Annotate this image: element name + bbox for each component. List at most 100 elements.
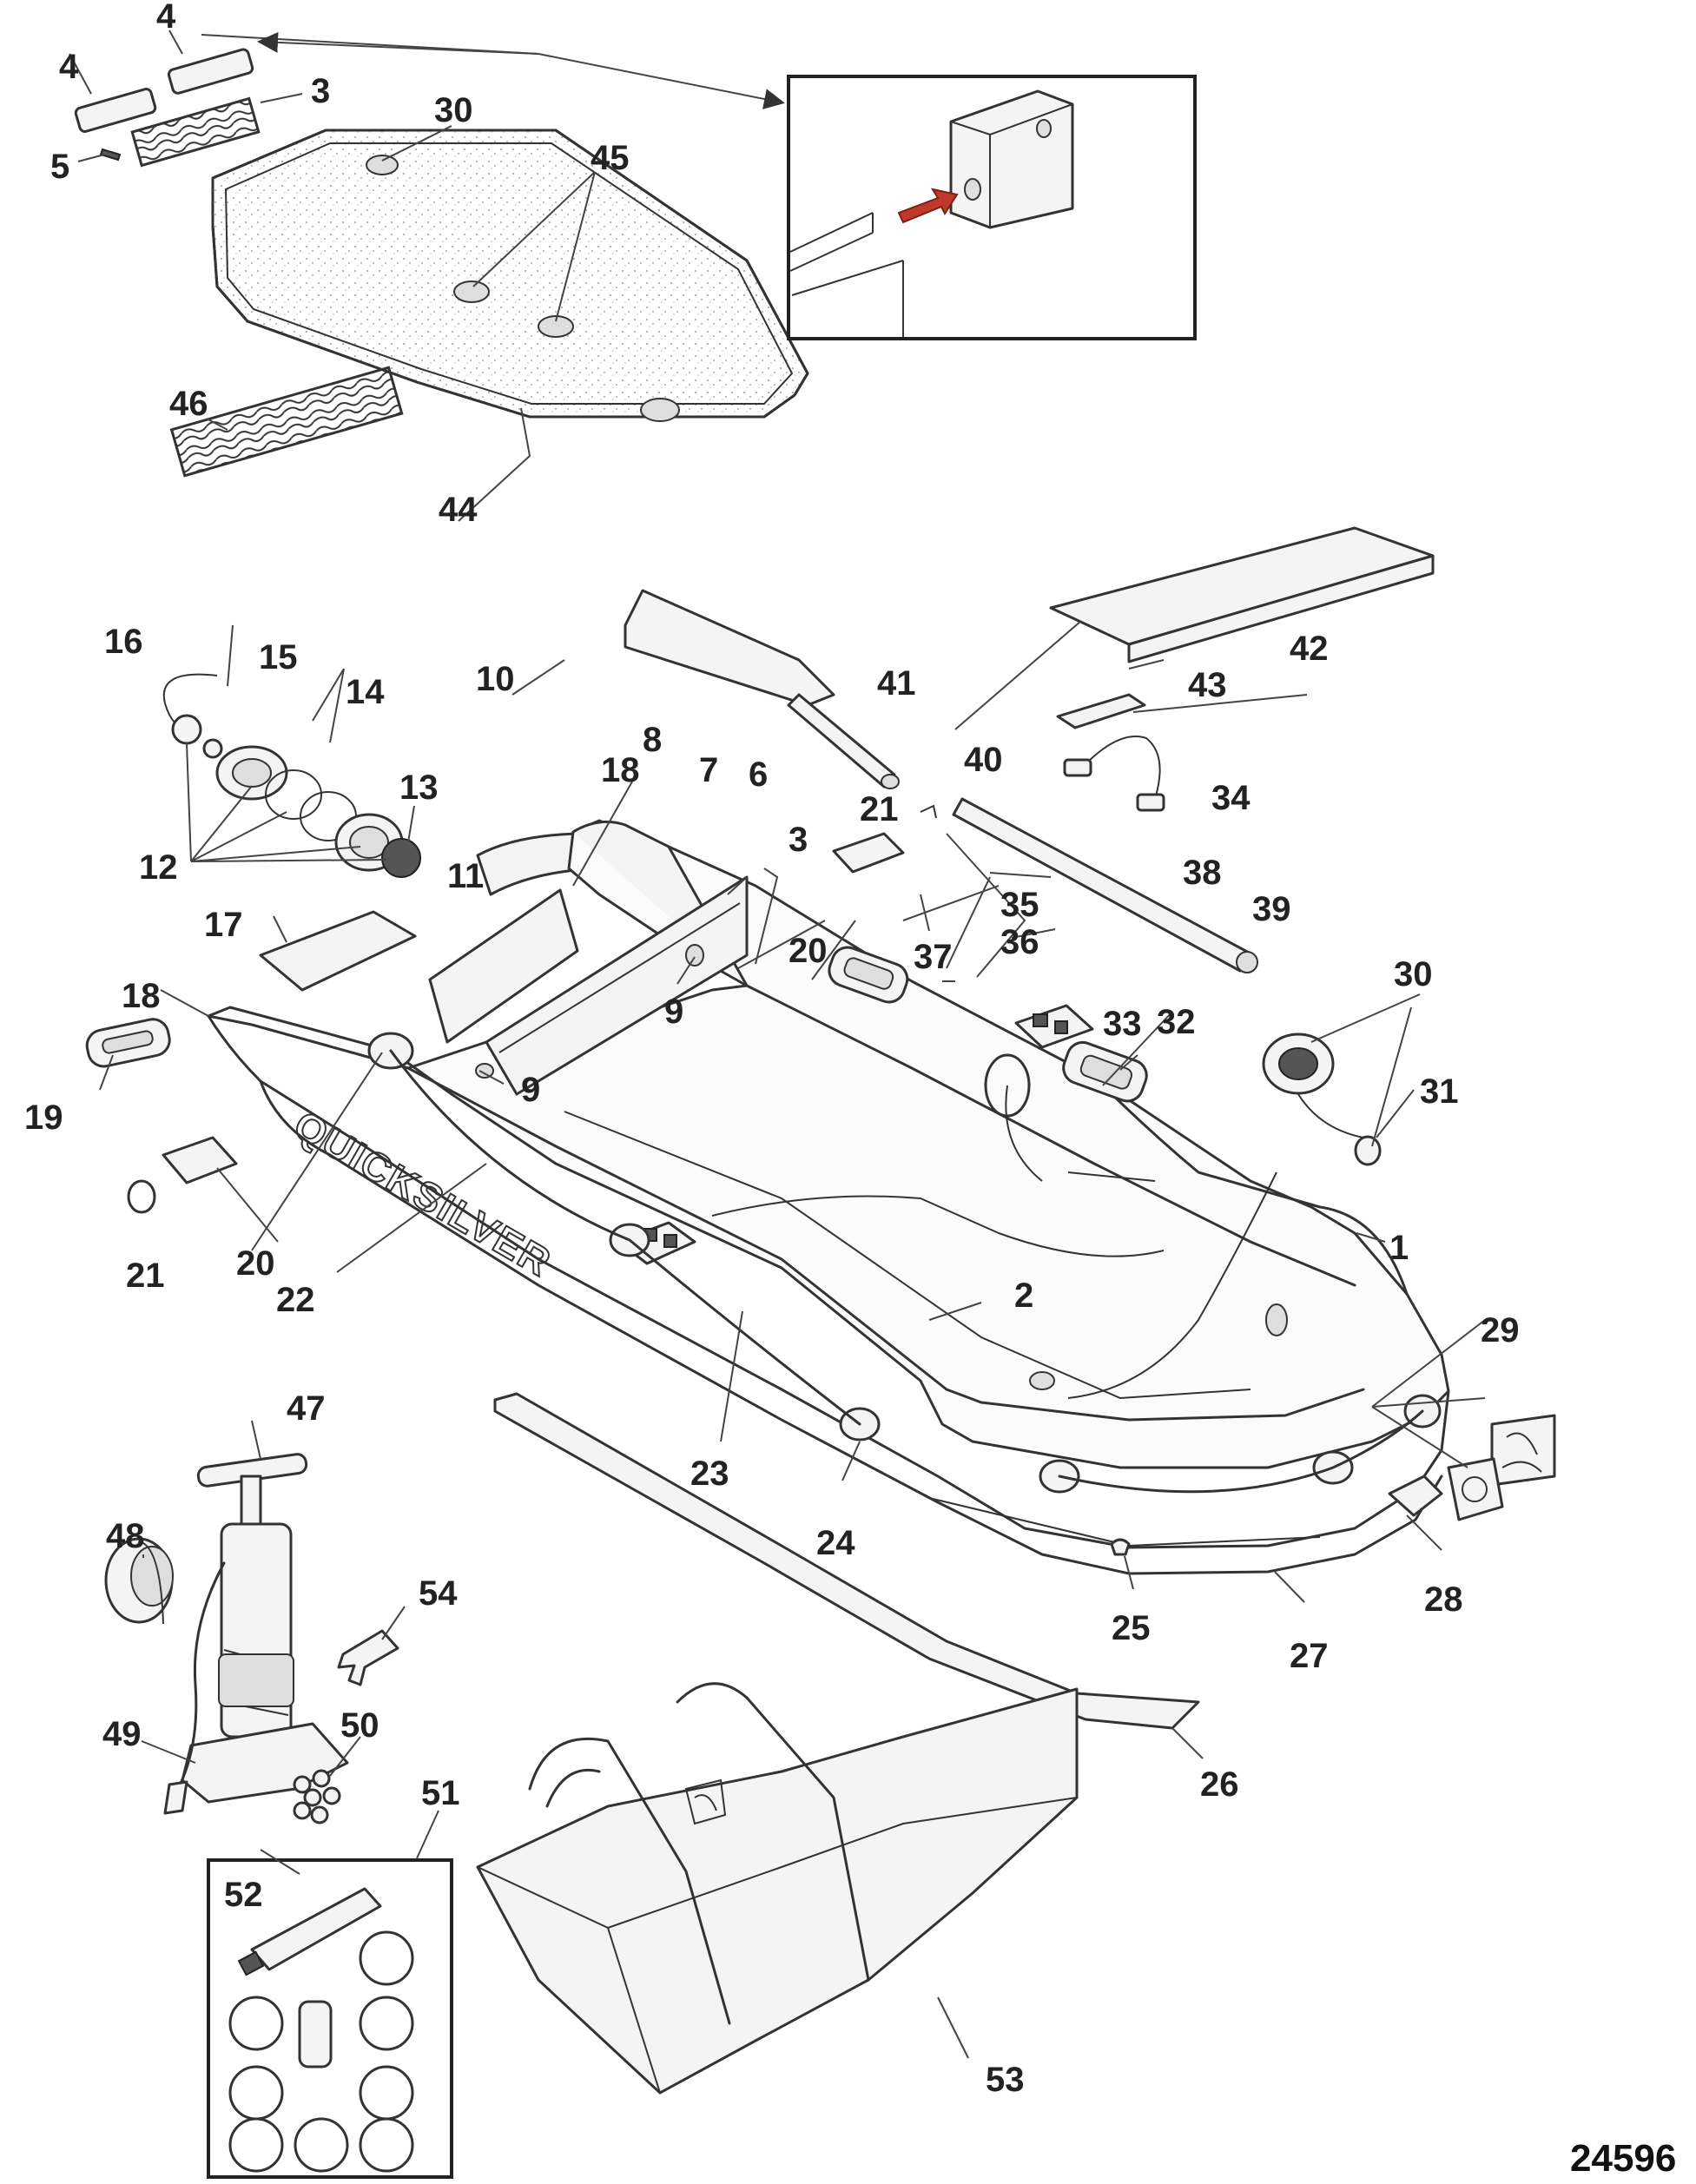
- seat-clip: [1056, 693, 1146, 729]
- tube-lower-edge: [259, 1079, 1443, 1575]
- callout-40: 40: [964, 741, 1003, 779]
- callout-29: 29: [1481, 1311, 1520, 1349]
- callout-28: 28: [1424, 1580, 1463, 1619]
- callout-26: 26: [1200, 1765, 1239, 1804]
- callout-14: 14: [346, 673, 385, 711]
- foot-pump: [104, 1453, 349, 1815]
- carry-bag: [476, 1682, 1079, 2095]
- callout-33: 33: [1103, 1005, 1142, 1043]
- callout-39: 39: [1252, 890, 1291, 928]
- floor-stiffener-46: [169, 366, 404, 478]
- figure-number: 24596: [1570, 2137, 1676, 2180]
- floorboard-assembly: [74, 48, 809, 478]
- callout-8: 8: [643, 721, 662, 759]
- inflation-valve: [1262, 1033, 1382, 1166]
- repair-kit: [207, 1858, 453, 2179]
- callout-4-a: 4: [156, 0, 176, 36]
- callout-27: 27: [1290, 1637, 1329, 1675]
- end-cap-top: [167, 48, 254, 95]
- callout-15: 15: [259, 638, 298, 676]
- callout-4-b: 4: [59, 48, 79, 86]
- callout-18-a: 18: [601, 751, 640, 789]
- rub-strip: [493, 1392, 1200, 1730]
- callout-17: 17: [204, 906, 243, 944]
- glue-tube: [250, 1887, 382, 1971]
- callout-18-b: 18: [122, 977, 161, 1015]
- callout-51: 51: [421, 1774, 460, 1812]
- stern-drain: [1110, 1538, 1131, 1556]
- callout-7: 7: [699, 751, 718, 789]
- floor-stiffener: [130, 96, 261, 168]
- callout-48: 48: [106, 1517, 145, 1555]
- handle-pad: [428, 888, 579, 1044]
- transom: [485, 875, 749, 1096]
- callout-10: 10: [476, 660, 515, 698]
- detail-pointer: [201, 34, 785, 109]
- callout-32: 32: [1157, 1003, 1196, 1041]
- seat-rail-port: [832, 832, 905, 874]
- valve-assembly: [162, 673, 421, 878]
- callout-16: 16: [104, 623, 143, 661]
- callout-25: 25: [1112, 1609, 1151, 1647]
- callout-20-a: 20: [789, 932, 828, 970]
- leader-lines: [69, 30, 1486, 2059]
- floor-outline: [564, 1111, 1251, 1400]
- callout-52: 52: [224, 1876, 263, 1914]
- bow-line: [1067, 1171, 1277, 1399]
- callout-21-a: 21: [860, 790, 899, 828]
- oar-shaft: [787, 693, 896, 788]
- callout-30-b: 30: [1394, 955, 1433, 993]
- callout-21-b: 21: [126, 1257, 165, 1295]
- callout-11: 11: [447, 857, 484, 895]
- callout-labels: 4 4 3 30 5 45 46 44 16 15 10 14 8 18 13 …: [24, 0, 1676, 2180]
- seat-support-l: [1067, 1171, 1156, 1182]
- inner-tube-edge: [406, 1066, 1365, 1422]
- valve-wrench: [337, 1629, 399, 1686]
- callout-20-b: 20: [236, 1244, 275, 1283]
- transom-bracket: [259, 910, 417, 992]
- inner-tube-top: [745, 984, 1356, 1287]
- rope-holder: [162, 1136, 238, 1184]
- inset-detail: [787, 75, 1197, 340]
- oar-blade: [624, 589, 835, 707]
- callout-12: 12: [139, 848, 178, 887]
- bow-handle: [1388, 1475, 1443, 1517]
- callout-36: 36: [1000, 923, 1039, 961]
- callout-53: 53: [986, 2061, 1025, 2099]
- callout-46: 46: [169, 385, 208, 423]
- floorboard: [211, 129, 809, 419]
- callout-45: 45: [591, 139, 630, 177]
- callout-43: 43: [1188, 666, 1227, 704]
- grab-line: [389, 1049, 1424, 1494]
- callout-37: 37: [914, 938, 953, 976]
- callout-3-a: 3: [311, 72, 330, 110]
- glue-can: [298, 2000, 333, 2069]
- valve-adapters: [293, 1769, 341, 1824]
- callout-5: 5: [50, 148, 69, 186]
- callout-31: 31: [1420, 1072, 1459, 1111]
- logo-decal-2: [1447, 1457, 1504, 1521]
- callout-2: 2: [1014, 1277, 1033, 1315]
- end-cap: [74, 88, 157, 133]
- callout-35: 35: [1000, 886, 1039, 924]
- pump-hose: [176, 1561, 226, 1791]
- callout-23: 23: [690, 1455, 729, 1493]
- hull-outline: [207, 819, 1450, 1469]
- callout-19: 19: [24, 1099, 63, 1137]
- pump-base: [181, 1722, 349, 1804]
- callout-24: 24: [816, 1524, 855, 1562]
- callout-44: 44: [439, 491, 478, 529]
- callout-13: 13: [399, 769, 439, 807]
- callout-50: 50: [340, 1706, 379, 1745]
- callout-1: 1: [1389, 1229, 1409, 1267]
- callout-22: 22: [276, 1281, 315, 1319]
- callout-42: 42: [1290, 630, 1329, 668]
- callout-6: 6: [749, 755, 768, 794]
- bag-logo: [684, 1778, 727, 1825]
- floor-center: [711, 1195, 1165, 1257]
- logo-decal-1: [1490, 1414, 1556, 1487]
- insert-arrow: [897, 188, 959, 224]
- seat-strap: [1085, 736, 1161, 800]
- callout-41: 41: [877, 664, 916, 703]
